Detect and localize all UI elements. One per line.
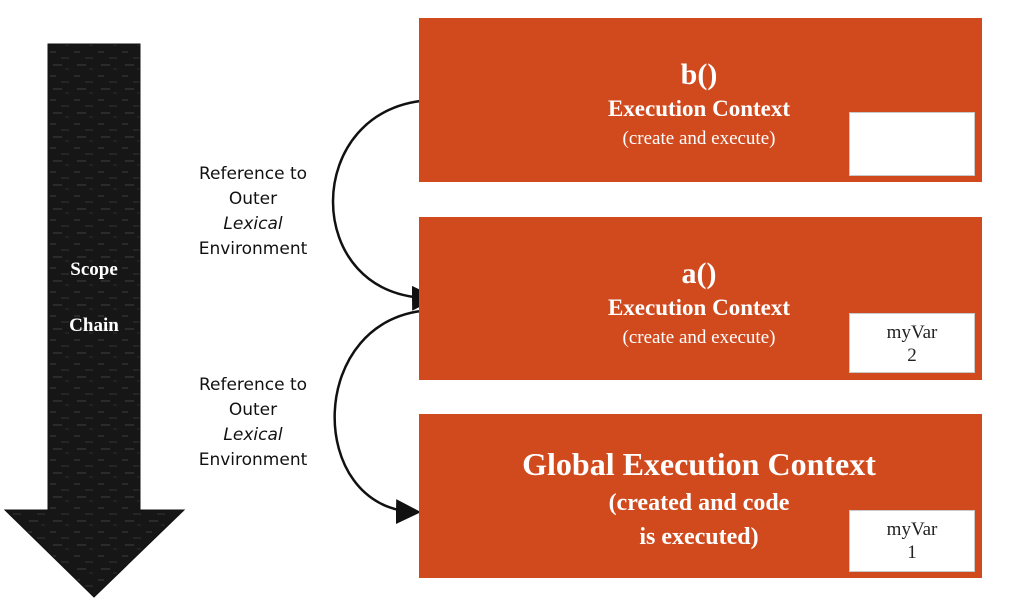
- lexical-line: Lexical: [223, 425, 283, 445]
- context-title: Global Execution Context: [522, 446, 876, 482]
- context-line2: (create and execute): [622, 327, 776, 348]
- outer-reference-connector-b-to-a: [331, 98, 437, 311]
- outer-reference-connector-a-to-global: [333, 308, 433, 525]
- context-title: b(): [680, 58, 718, 91]
- variable-environment-box: myVar 2: [849, 313, 975, 373]
- environment-line: Environment: [198, 239, 308, 259]
- variable-environment-box: [849, 112, 975, 176]
- context-line1: Execution Context: [607, 295, 791, 320]
- reference-line: Reference to: [198, 375, 308, 395]
- lexical-line: Lexical: [223, 214, 283, 234]
- variable-environment-box: myVar 1: [849, 510, 975, 572]
- chain-label: Chain: [69, 315, 119, 336]
- context-line2: (create and execute): [622, 128, 776, 149]
- context-line2: is executed): [639, 524, 759, 550]
- context-title: a(): [681, 257, 717, 290]
- variable-value: 1: [907, 542, 917, 563]
- context-global: Global Execution Context (created and co…: [419, 414, 982, 578]
- context-line1: Execution Context: [607, 96, 791, 121]
- variable-name: myVar: [886, 322, 938, 343]
- outer-line: Outer: [228, 400, 278, 420]
- context-b: b() Execution Context (create and execut…: [419, 18, 982, 182]
- outer-line: Outer: [228, 189, 278, 209]
- scope-chain-arrow: [3, 43, 186, 598]
- context-a: a() Execution Context (create and execut…: [419, 217, 982, 380]
- outer-reference-note-1: Reference to Outer Lexical Environment: [180, 162, 326, 262]
- context-line1: (created and code: [608, 490, 790, 516]
- outer-reference-note-2: Reference to Outer Lexical Environment: [180, 373, 326, 473]
- variable-name: myVar: [886, 519, 938, 540]
- variable-value: 2: [907, 345, 917, 366]
- environment-line: Environment: [198, 450, 308, 470]
- scope-label: Scope: [70, 259, 118, 280]
- reference-line: Reference to: [198, 164, 308, 184]
